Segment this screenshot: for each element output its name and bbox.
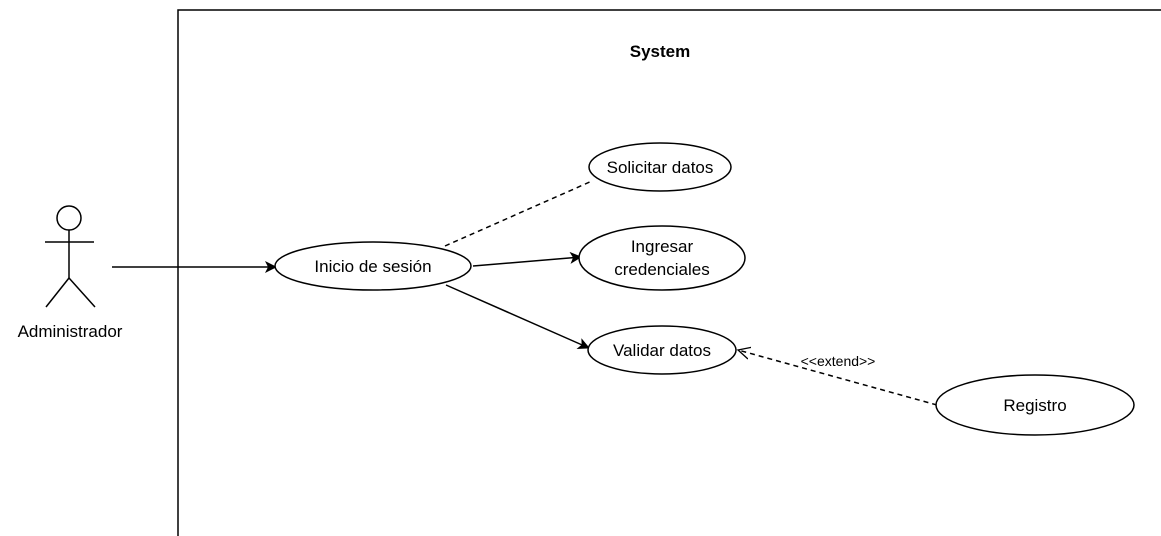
use-case-inicio-de-sesion[interactable]: Inicio de sesión <box>274 241 472 291</box>
system-boundary: System <box>177 9 1161 536</box>
system-title: System <box>630 42 690 61</box>
use-case-registro[interactable]: Registro <box>935 374 1135 436</box>
connections <box>112 180 938 406</box>
inicio-to-ingresar-arrow <box>472 251 582 267</box>
inicio-to-validar-arrow <box>445 284 590 350</box>
extend-label: <<extend>> <box>801 353 876 369</box>
use-case-label: Solicitar datos <box>607 158 714 177</box>
use-case-validar-datos[interactable]: Validar datos <box>587 325 737 375</box>
registro-extend-validar <box>738 350 938 406</box>
use-case-label: Registro <box>1003 396 1066 415</box>
use-case-ingresar-credenciales[interactable]: Ingresar credenciales <box>578 225 746 291</box>
use-case-solicitar-datos[interactable]: Solicitar datos <box>588 142 732 192</box>
use-case-label: Inicio de sesión <box>314 257 431 276</box>
actor-administrador[interactable]: Administrador <box>18 205 123 341</box>
inicio-to-solicitar-dashed <box>444 180 593 247</box>
use-case-label: Validar datos <box>613 341 711 360</box>
use-case-label-line2: credenciales <box>614 260 709 279</box>
actor-label: Administrador <box>18 322 123 341</box>
use-case-label-line1: Ingresar <box>631 237 694 256</box>
actor-stick-figure-icon <box>45 205 96 308</box>
